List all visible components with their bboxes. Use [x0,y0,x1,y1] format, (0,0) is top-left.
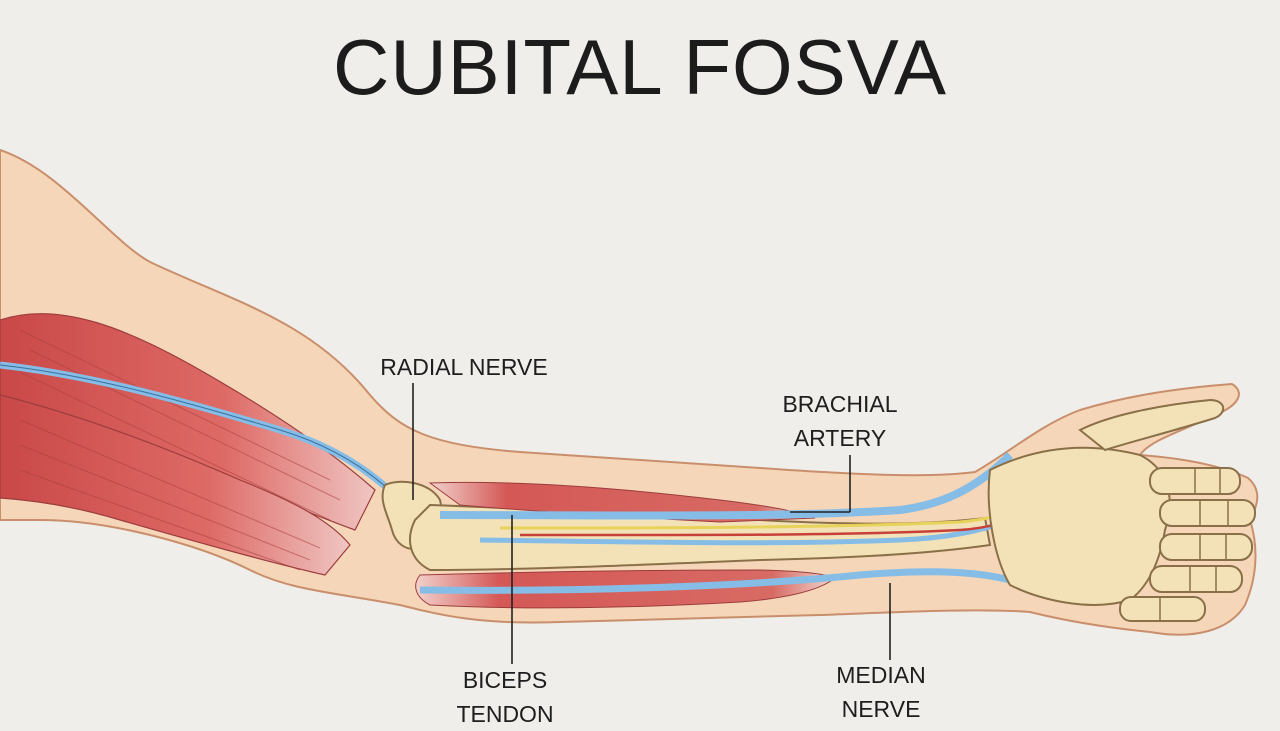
biceps-tendon-label-line1: BICEPS [462,667,548,693]
radial-nerve-label: RADIAL NERVE [364,350,564,384]
muscle-fiber-lines [19,329,341,571]
forearm-vein-upper [439,452,1013,520]
finger-joint-lines [1159,468,1229,621]
hand-palm [987,446,1171,606]
biceps-tendon-label-line2: TENDON [456,701,554,727]
biceps-tendon-label: BICEPS TENDON [430,663,580,731]
forearm-nerve [499,508,1016,530]
diagram-title: CUBITAL FOSVA [333,23,947,111]
radial-nerve-label-text: RADIAL NERVE [380,354,548,380]
brachial-artery-label-line2: ARTERY [793,425,887,451]
hand-finger-bones [1078,398,1256,622]
median-nerve-label: MEDIAN NERVE [806,658,956,726]
median-nerve-label-line2: NERVE [841,696,921,722]
forearm-vein-middle [479,517,1011,546]
brachialis-muscle [0,394,351,576]
forearm-vein-lower [419,568,1011,594]
median-nerve-label-line1: MEDIAN [836,662,926,688]
upper-arm-vein-outline [0,364,401,501]
brachial-artery-label: BRACHIAL ARTERY [760,387,920,455]
leader-lines [412,383,891,664]
brachial-artery-label-line1: BRACHIAL [782,391,898,417]
